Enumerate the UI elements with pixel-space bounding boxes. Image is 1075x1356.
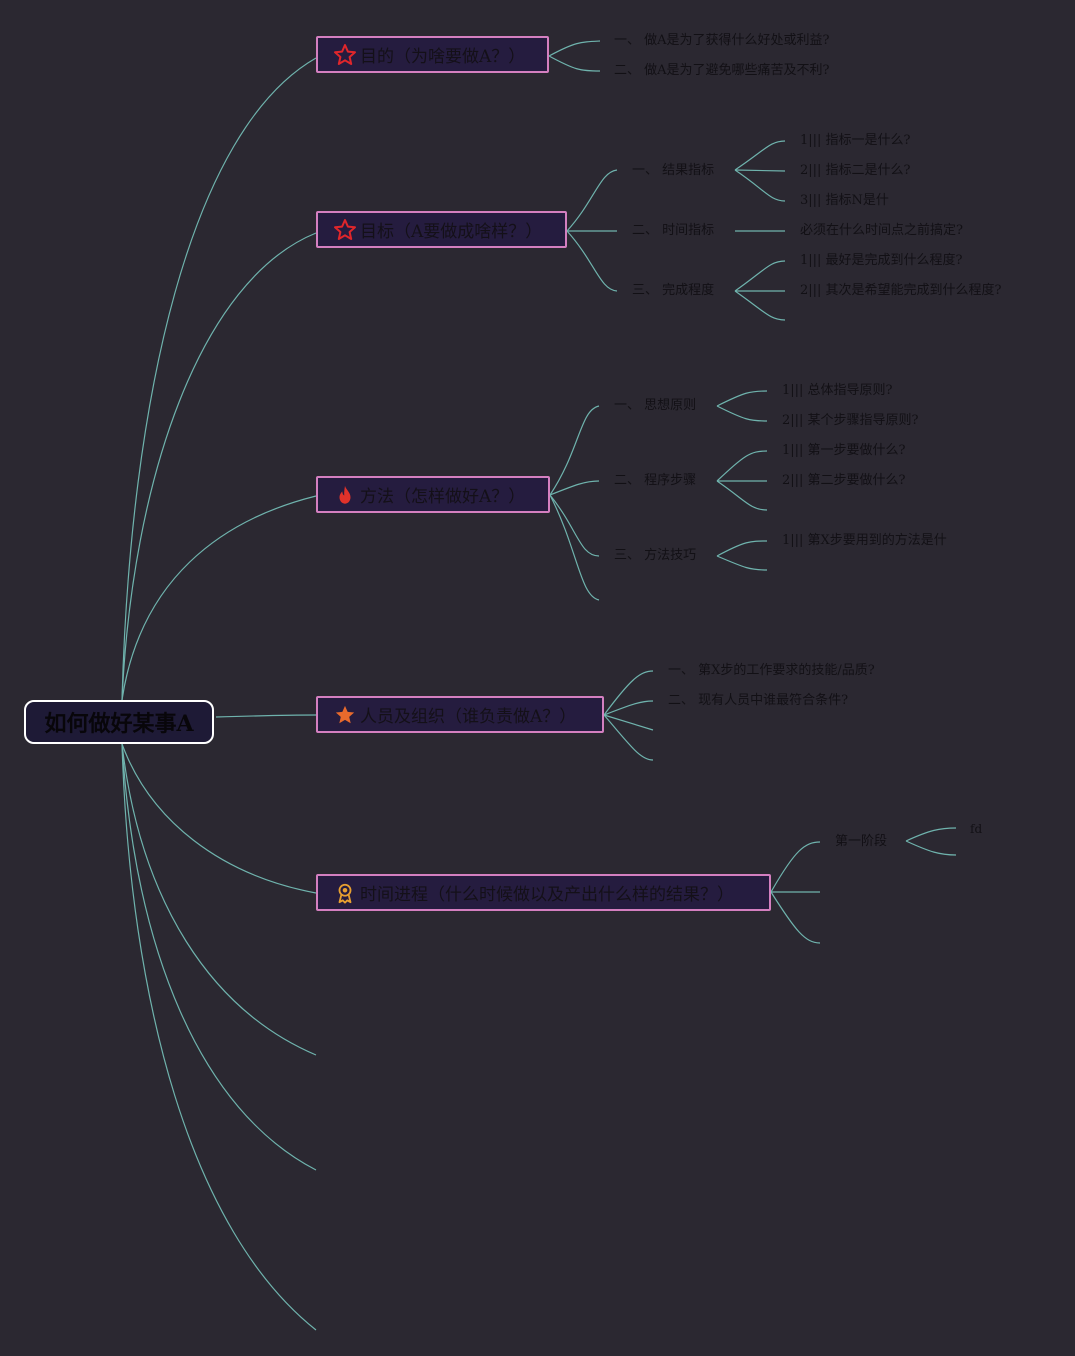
leaf-completion-2[interactable]: 2||| 其次是希望能完成到什么程度?	[800, 283, 1002, 298]
subtopic-result-metrics[interactable]: 一、 结果指标	[632, 163, 715, 178]
subtopic-steps[interactable]: 二、 程序步骤	[614, 473, 697, 488]
link-root-goal-target	[121, 232, 317, 701]
leaf-step-1[interactable]: 1||| 第一步要做什么?	[782, 443, 906, 458]
branch-label: 方法（怎样做好A？）	[360, 487, 526, 507]
link-root-empty-3	[121, 743, 317, 1331]
subtopic-techniques[interactable]: 三、 方法技巧	[614, 548, 697, 563]
link-root-timeline	[121, 743, 317, 894]
link-root-people	[215, 714, 317, 718]
branch-people[interactable]: 人员及组织（谁负责做A？）	[316, 696, 604, 733]
star-outline-icon	[332, 42, 358, 68]
branch-purpose[interactable]: 目的（为啥要做A？）	[316, 36, 549, 73]
leaf-phase-note[interactable]: fd	[970, 822, 983, 836]
star-outline-icon	[332, 217, 358, 243]
central-topic[interactable]: 如何做好某事A	[24, 700, 214, 744]
leaf-step-2[interactable]: 2||| 第二步要做什么?	[782, 473, 906, 488]
leaf-people-1[interactable]: 一、 第X步的工作要求的技能/品质?	[668, 663, 875, 678]
leaf-completion-1[interactable]: 1||| 最好是完成到什么程度?	[800, 253, 963, 268]
leaf-technique-1[interactable]: 1||| 第X步要用到的方法是什	[782, 533, 947, 548]
link-root-empty-2	[121, 743, 317, 1171]
award-ribbon-icon	[332, 880, 358, 906]
subtopic-phase-1[interactable]: 第一阶段	[835, 834, 888, 849]
branch-label: 目的（为啥要做A？）	[360, 47, 526, 67]
leaf-metric-2[interactable]: 2||| 指标二是什么?	[800, 163, 911, 178]
fire-icon	[332, 482, 358, 508]
leaf-metric-1[interactable]: 1||| 指标一是什么?	[800, 133, 911, 148]
branch-label: 目标（A要做成啥样？）	[360, 222, 543, 242]
subtopic-time-metric[interactable]: 二、 时间指标	[632, 223, 715, 238]
branch-label: 时间进程（什么时候做以及产出什么样的结果？）	[360, 885, 734, 905]
leaf-principle-2[interactable]: 2||| 某个步骤指导原则?	[782, 413, 919, 428]
subtopic-completion[interactable]: 三、 完成程度	[632, 283, 715, 298]
subtopic-principles[interactable]: 一、 思想原则	[614, 398, 697, 413]
branch-method[interactable]: 方法（怎样做好A？）	[316, 476, 550, 513]
branch-label: 人员及组织（谁负责做A？）	[360, 707, 577, 727]
branch-target[interactable]: 目标（A要做成啥样？）	[316, 211, 567, 248]
link-root-method	[121, 495, 317, 701]
leaf-purpose-1[interactable]: 一、 做A是为了获得什么好处或利益?	[614, 33, 830, 48]
link-root-goal-purpose	[121, 57, 317, 701]
branch-timeline[interactable]: 时间进程（什么时候做以及产出什么样的结果？）	[316, 874, 771, 911]
star-solid-icon	[332, 702, 358, 728]
leaf-principle-1[interactable]: 1||| 总体指导原则?	[782, 383, 893, 398]
leaf-deadline[interactable]: 必须在什么时间点之前搞定?	[800, 223, 963, 238]
link-root-empty-1	[121, 743, 317, 1056]
leaf-purpose-2[interactable]: 二、 做A是为了避免哪些痛苦及不利?	[614, 63, 830, 78]
leaf-people-2[interactable]: 二、 现有人员中谁最符合条件?	[668, 693, 849, 708]
leaf-metric-n[interactable]: 3||| 指标N是什	[800, 193, 889, 208]
